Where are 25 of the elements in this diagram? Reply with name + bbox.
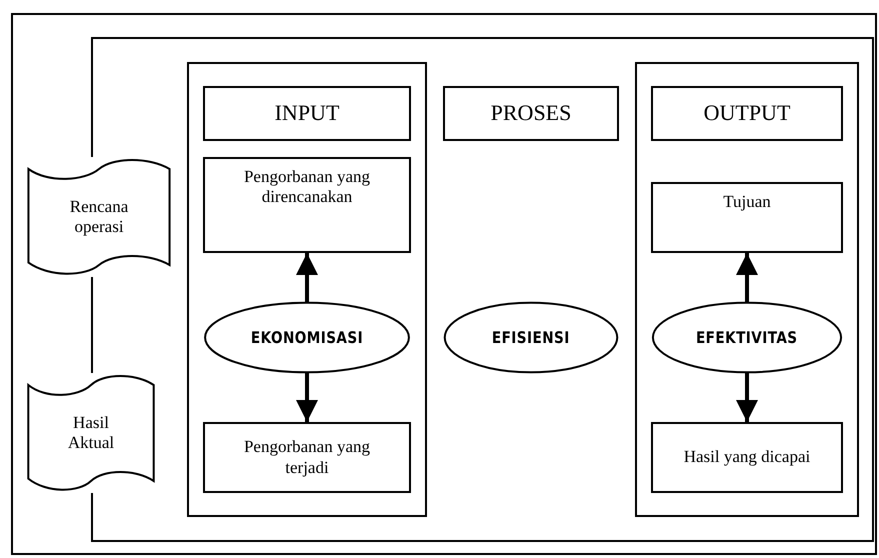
box-label: Pengorbanan yang terjadi — [242, 437, 372, 478]
header-label: PROSES — [490, 100, 572, 127]
box-label: Hasil yang dicapai — [684, 447, 810, 468]
ellipse-label: EFISIENSI — [492, 328, 570, 348]
column-box — [635, 62, 859, 517]
arrow — [736, 253, 758, 302]
process-box — [203, 422, 411, 493]
column-box — [187, 62, 427, 517]
process-box — [651, 182, 843, 253]
arrow — [296, 373, 318, 422]
process-box — [203, 157, 411, 253]
header-label: INPUT — [274, 100, 340, 127]
ellipse-label: EFEKTIVITAS — [696, 328, 798, 348]
header-box — [443, 86, 619, 141]
header-label: OUTPUT — [704, 100, 790, 127]
header-box — [651, 86, 843, 141]
header-box — [203, 86, 411, 141]
box-label: Pengorbanan yang direncanakan — [242, 167, 372, 208]
box-label: Rencana operasi — [68, 196, 130, 238]
arrow — [296, 253, 318, 302]
process-box — [651, 422, 843, 493]
box-label: Tujuan — [723, 192, 771, 212]
arrow — [736, 373, 758, 422]
box-label: Hasil Aktual — [66, 412, 116, 454]
ellipse-label: EKONOMISASI — [250, 328, 364, 348]
